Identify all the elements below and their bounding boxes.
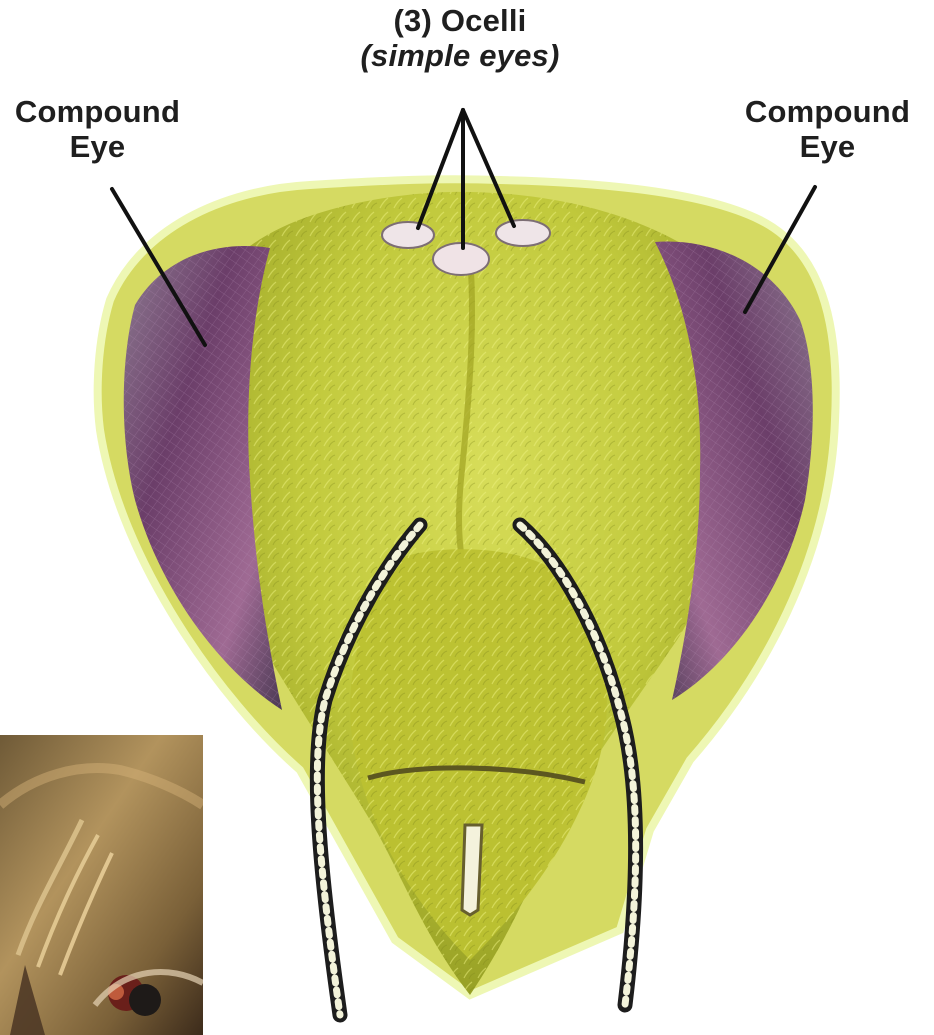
right-compound-eye-label-line2: Eye xyxy=(735,130,920,165)
left-ocellus xyxy=(382,222,434,248)
right-compound-eye-label: Compound Eye xyxy=(735,95,920,164)
ocelli-label-title: (3) Ocelli xyxy=(330,4,590,39)
closeup-photo-inset xyxy=(0,735,203,1035)
left-compound-eye-label-line1: Compound xyxy=(5,95,190,130)
ocelli-label: (3) Ocelli (simple eyes) xyxy=(330,4,590,73)
right-ocellus xyxy=(496,220,550,246)
left-compound-eye-label: Compound Eye xyxy=(5,95,190,164)
right-compound-eye-label-line1: Compound xyxy=(735,95,920,130)
bee-face xyxy=(225,192,744,995)
left-compound-eye-label-line2: Eye xyxy=(5,130,190,165)
ocelli-label-subtitle: (simple eyes) xyxy=(330,39,590,74)
closeup-photo-image xyxy=(0,735,203,1035)
